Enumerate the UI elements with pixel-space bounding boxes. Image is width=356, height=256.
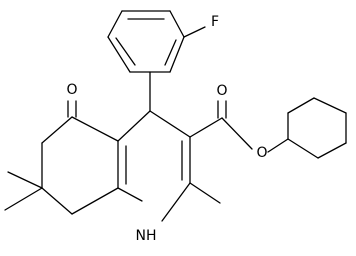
cyclohexyl-bond (287, 97, 315, 114)
central-ring-bond (117, 110, 151, 142)
aryl-double-bond (164, 39, 177, 66)
cyclohexyl-link-bond (267, 138, 289, 153)
atom-labels: F O O O NH (66, 14, 267, 244)
ketone-ring-bond (71, 187, 119, 215)
ester-oxygen-bond (221, 117, 253, 150)
fluoro-bond (183, 26, 206, 38)
central-ring-bond (161, 182, 191, 222)
aryl-bond (169, 36, 185, 73)
central-ring-bond (149, 110, 191, 138)
ester-oxygen-label: O (256, 145, 267, 161)
aryl-bond (107, 36, 131, 73)
methyl-bond (189, 182, 221, 204)
aryl-bond (169, 10, 185, 38)
methyl-bond (4, 187, 43, 211)
central-ring-bond (117, 187, 143, 202)
cyclohexyl-bond (317, 142, 347, 159)
cyclohexyl-bond (313, 97, 347, 114)
methyl-bond (7, 171, 43, 189)
cyclohexyl-bond (287, 138, 319, 159)
aryl-bond (107, 10, 123, 38)
ester-bond (189, 117, 223, 138)
ketone-ring-bond (41, 116, 73, 144)
aryl-double-bond (115, 37, 136, 66)
ketone-ring-bond (41, 187, 73, 215)
ketone-oxygen-label: O (66, 82, 77, 98)
ester-carbonyl-oxygen-label: O (216, 83, 227, 99)
fluorine-label: F (211, 14, 219, 30)
bond-lines (4, 10, 347, 222)
amine-label: NH (136, 228, 157, 244)
ketone-ring-bond (71, 116, 119, 142)
